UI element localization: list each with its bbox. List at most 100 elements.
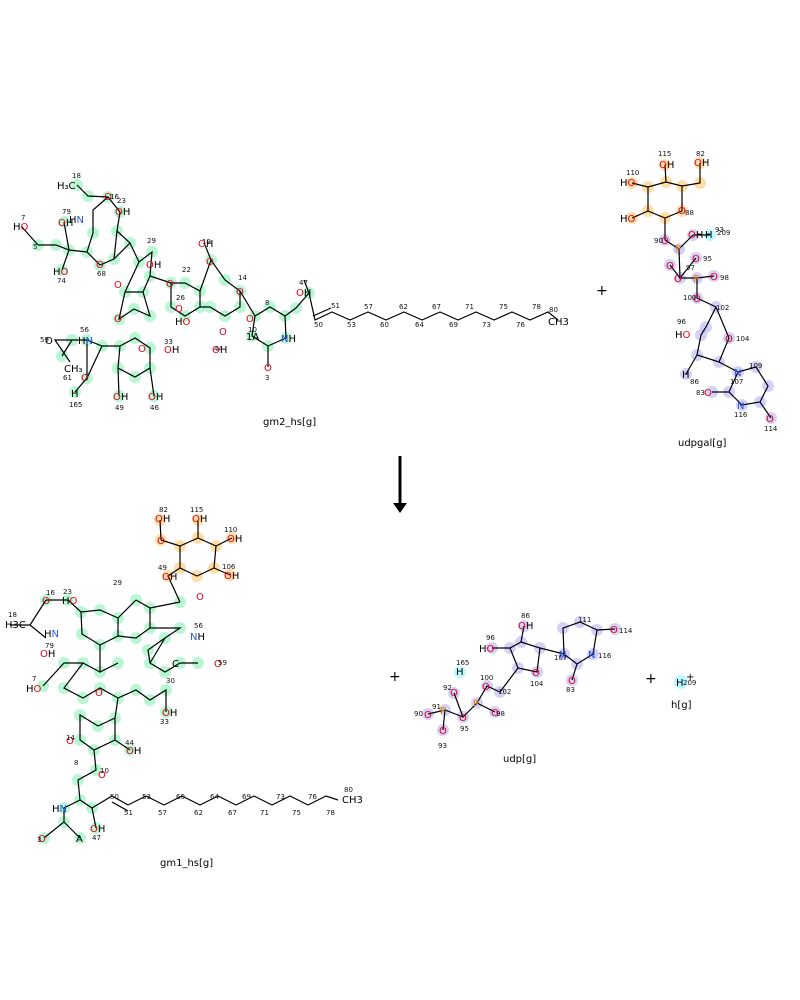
svg-text:O: O xyxy=(666,261,674,272)
svg-text:44: 44 xyxy=(125,739,134,747)
svg-text:19: 19 xyxy=(202,238,211,246)
svg-text:O: O xyxy=(95,688,103,699)
svg-text:115: 115 xyxy=(658,150,671,158)
svg-text:78: 78 xyxy=(326,809,335,817)
svg-text:100: 100 xyxy=(480,674,493,682)
svg-text:104: 104 xyxy=(736,335,750,343)
svg-text:O: O xyxy=(236,287,244,298)
gm1-bonds xyxy=(10,519,339,839)
svg-text:75: 75 xyxy=(292,809,301,817)
svg-text:O: O xyxy=(459,713,467,724)
svg-text:83: 83 xyxy=(566,686,575,694)
svg-text:O: O xyxy=(38,834,46,845)
udpgal-labels: OH OH HO O HO O OH H P O O O P O O O HO … xyxy=(620,158,774,425)
udp-name: udp[g] xyxy=(503,754,536,765)
svg-text:HN: HN xyxy=(78,336,93,347)
svg-text:64: 64 xyxy=(415,321,424,329)
svg-text:107: 107 xyxy=(554,654,567,662)
svg-text:O: O xyxy=(81,373,89,384)
plus-sign-3: + xyxy=(645,671,657,687)
svg-text:56: 56 xyxy=(80,326,89,334)
svg-text:78: 78 xyxy=(532,303,541,311)
svg-text:HO: HO xyxy=(175,317,191,328)
udp-labels: OH HO N N O O O O H O P O O P O O xyxy=(424,621,618,737)
svg-text:P: P xyxy=(693,274,699,285)
svg-text:HO: HO xyxy=(26,684,42,695)
svg-text:23: 23 xyxy=(117,197,126,205)
svg-text:O: O xyxy=(704,388,712,399)
svg-text:N: N xyxy=(737,401,744,412)
svg-text:67: 67 xyxy=(432,303,441,311)
svg-text:O: O xyxy=(96,260,104,271)
svg-text:O: O xyxy=(674,274,682,285)
svg-text:110: 110 xyxy=(626,169,639,177)
svg-text:O: O xyxy=(66,736,74,747)
svg-text:69: 69 xyxy=(242,793,251,801)
svg-text:22: 22 xyxy=(182,266,191,274)
svg-text:165: 165 xyxy=(69,401,82,409)
methyl-label: H₃C xyxy=(57,181,76,192)
svg-text:P: P xyxy=(675,244,681,255)
svg-text:79: 79 xyxy=(62,208,71,216)
svg-text:90: 90 xyxy=(654,237,663,245)
svg-text:O: O xyxy=(114,314,122,325)
svg-text:18: 18 xyxy=(8,611,17,619)
svg-text:O: O xyxy=(264,363,272,374)
svg-text:59: 59 xyxy=(218,659,227,667)
svg-text:18: 18 xyxy=(72,172,81,180)
svg-text:116: 116 xyxy=(734,411,748,419)
svg-text:96: 96 xyxy=(677,318,686,326)
udp-molecule: OH HO N N O O O O H O P O O P O O 869611… xyxy=(414,612,633,765)
gm2-name: gm2_hs[g] xyxy=(263,417,316,428)
proton-name: h[g] xyxy=(671,700,692,711)
gm1-tail-end: CH3 xyxy=(342,795,363,806)
svg-text:10: 10 xyxy=(100,767,109,775)
svg-text:114: 114 xyxy=(619,627,633,635)
svg-text:44: 44 xyxy=(214,345,223,353)
svg-text:O: O xyxy=(766,414,774,425)
svg-text:O: O xyxy=(42,596,50,607)
reaction-arrow xyxy=(393,456,407,513)
proton-highlight xyxy=(674,675,688,689)
svg-text:71: 71 xyxy=(465,303,474,311)
svg-text:OH: OH xyxy=(164,345,179,356)
svg-text:OH: OH xyxy=(146,260,161,271)
svg-text:O: O xyxy=(439,726,447,737)
svg-text:P: P xyxy=(473,699,479,710)
svg-text:76: 76 xyxy=(516,321,525,329)
svg-text:NH: NH xyxy=(281,334,296,345)
svg-text:107: 107 xyxy=(730,378,743,386)
svg-text:14: 14 xyxy=(238,274,247,282)
udp-bonds xyxy=(427,621,616,731)
svg-text:O: O xyxy=(710,272,718,283)
svg-text:O: O xyxy=(424,710,432,721)
svg-text:165: 165 xyxy=(456,659,469,667)
svg-text:O: O xyxy=(206,257,214,268)
svg-text:+: + xyxy=(686,672,694,683)
udpgal-molecule: OH OH HO O HO O OH H P O O O P O O O HO … xyxy=(620,150,778,449)
svg-text:OH: OH xyxy=(155,514,170,525)
gm2-tail-end: CH3 xyxy=(548,317,569,328)
svg-text:7: 7 xyxy=(21,214,25,222)
svg-text:O: O xyxy=(166,279,174,290)
svg-text:56: 56 xyxy=(194,622,203,630)
svg-text:53: 53 xyxy=(142,793,151,801)
svg-text:83: 83 xyxy=(696,389,705,397)
svg-text:26: 26 xyxy=(176,294,185,302)
svg-text:OH: OH xyxy=(192,514,207,525)
gm1-name: gm1_hs[g] xyxy=(160,858,213,869)
udpgal-name: udpgal[g] xyxy=(678,438,727,449)
svg-text:O: O xyxy=(661,236,669,247)
plus-sign-1: + xyxy=(596,283,608,299)
svg-text:O: O xyxy=(568,676,576,687)
svg-text:O: O xyxy=(104,192,112,203)
svg-text:N: N xyxy=(588,650,595,661)
svg-text:H: H xyxy=(71,389,79,400)
svg-text:O: O xyxy=(610,625,618,636)
svg-text:90: 90 xyxy=(414,710,423,718)
svg-text:HN: HN xyxy=(44,629,59,640)
svg-text:7: 7 xyxy=(32,675,36,683)
